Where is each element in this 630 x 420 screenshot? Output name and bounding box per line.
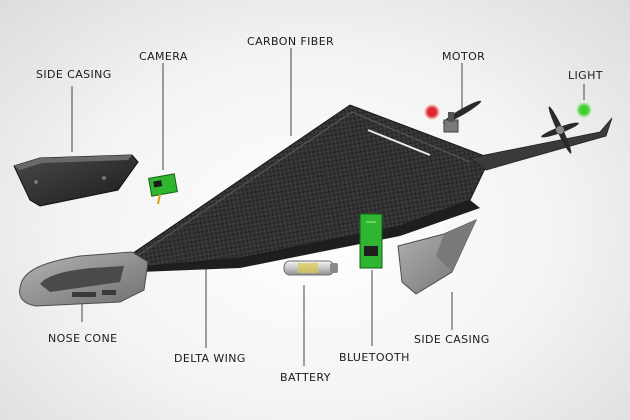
label-carbon-fiber: CARBON FIBER xyxy=(247,35,335,48)
motor-left xyxy=(442,100,482,133)
wing-spar xyxy=(367,129,431,156)
label-bluetooth: BLUETOOTH xyxy=(339,351,410,364)
label-side-casing-left: SIDE CASING xyxy=(36,68,112,81)
battery xyxy=(283,260,338,276)
leader-lines xyxy=(71,48,585,366)
tail-boom xyxy=(469,117,613,171)
red-light-core xyxy=(428,108,436,116)
label-light: LIGHT xyxy=(568,69,603,82)
bluetooth-module xyxy=(359,213,383,269)
motor-right-propeller xyxy=(541,106,579,154)
label-side-casing-right: SIDE CASING xyxy=(414,333,490,346)
label-delta-wing: DELTA WING xyxy=(174,352,246,365)
side-casing-left xyxy=(13,154,139,207)
label-camera: CAMERA xyxy=(139,50,188,63)
label-nose-cone: NOSE CONE xyxy=(48,332,118,345)
delta-wing xyxy=(118,104,613,272)
camera-module xyxy=(148,173,178,205)
side-casing-right xyxy=(397,219,478,295)
green-light-core xyxy=(580,106,588,114)
label-motor: MOTOR xyxy=(442,50,486,63)
label-battery: BATTERY xyxy=(280,371,331,384)
nose-cone xyxy=(19,251,149,307)
